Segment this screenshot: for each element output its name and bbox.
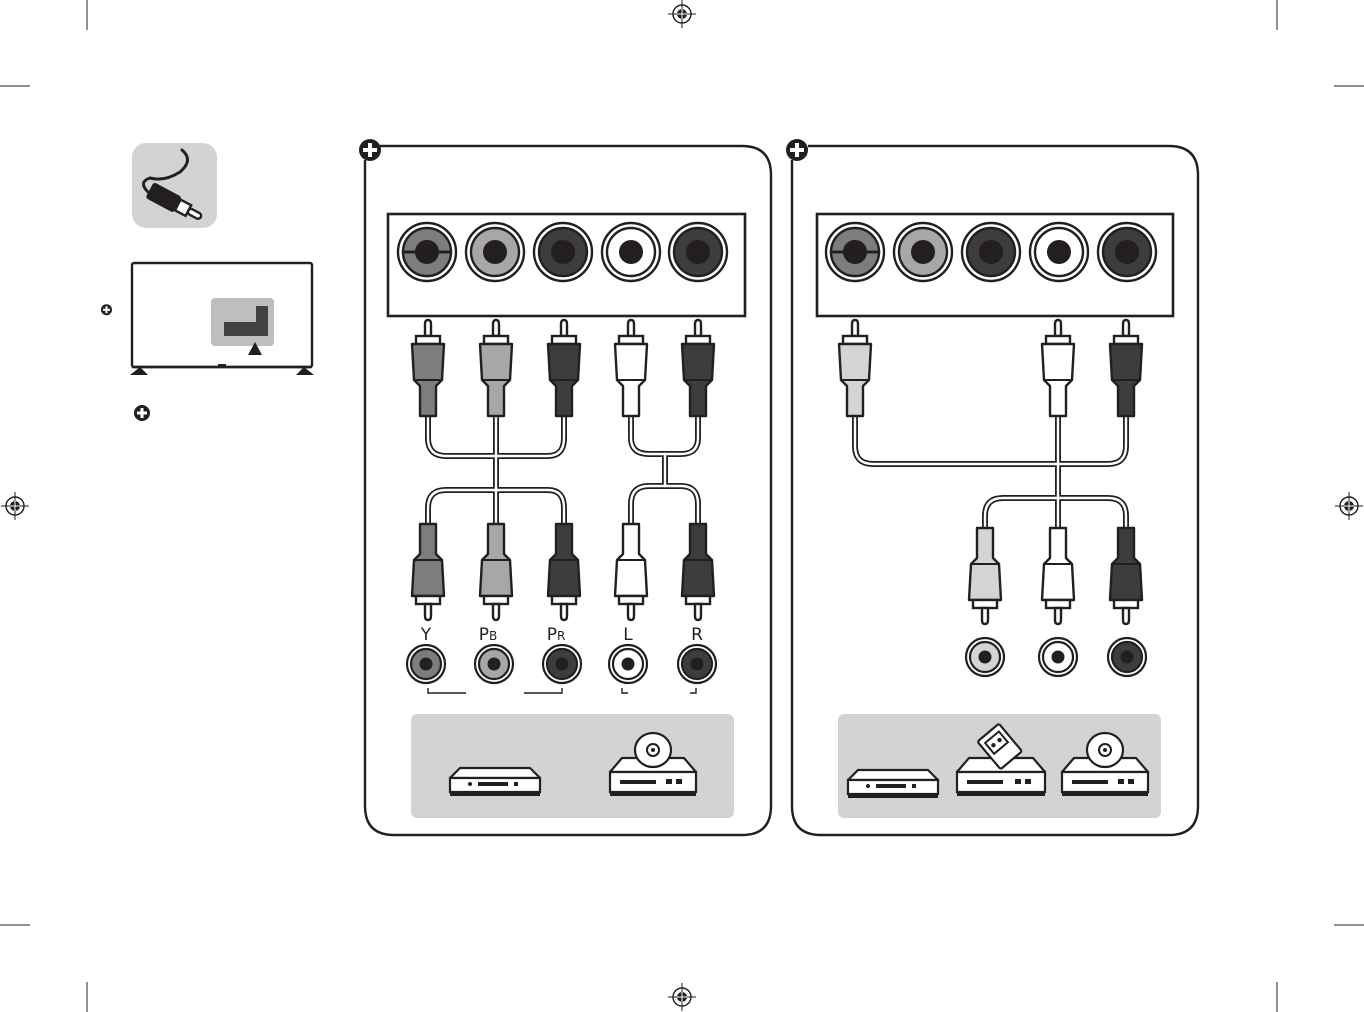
jack-y [398, 223, 456, 281]
plug-audio-l [1042, 320, 1074, 416]
jack-pr [962, 223, 1020, 281]
device-jacks [407, 645, 716, 683]
plug-pr [548, 320, 580, 416]
device-jack-pr [543, 645, 581, 683]
jack-y [826, 223, 884, 281]
jack-label: R [691, 625, 703, 645]
plug-audio-r [1110, 320, 1142, 416]
plug-audio-l [615, 320, 647, 416]
jack-label: L [623, 625, 633, 645]
registration-mark-icon [1, 492, 29, 520]
jack-pb [894, 223, 952, 281]
plug-pr [548, 524, 580, 620]
plug-pb [480, 320, 512, 416]
dvd-player-icon [450, 768, 540, 796]
plug-audio-l [615, 524, 647, 620]
jack-audio-l [1030, 223, 1088, 281]
device-jacks [966, 638, 1146, 676]
tv-jacks [398, 223, 727, 281]
jack-pb [466, 223, 524, 281]
plug-y [412, 524, 444, 620]
plug-video [969, 528, 1001, 624]
plug-audio-l [1042, 528, 1074, 624]
cable-plug-icon [132, 143, 217, 228]
dvd-player-icon [848, 770, 938, 798]
jack-audio-l [602, 223, 660, 281]
plug-pb [480, 524, 512, 620]
jack-audio-r [669, 223, 727, 281]
note-plus-icon [134, 405, 150, 421]
jack-label: Y [420, 625, 432, 645]
registration-mark-icon [668, 0, 696, 28]
plug-audio-r [1110, 528, 1142, 624]
jack-pr [534, 223, 592, 281]
jack-label: PR [547, 625, 566, 645]
note-plus-icon [101, 304, 112, 315]
device-jack-y [407, 645, 445, 683]
jack-labels: Y PB PR L R [420, 625, 703, 645]
device-jack-pb [475, 645, 513, 683]
plug-y [412, 320, 444, 416]
plug-video [839, 320, 871, 416]
device-jack-audio-l [1039, 638, 1077, 676]
device-jack-video [966, 638, 1004, 676]
device-jack-audio-r [678, 645, 716, 683]
jack-label: PB [479, 625, 498, 645]
plug-audio-r [682, 524, 714, 620]
device-jack-audio-r [1108, 638, 1146, 676]
tv-jacks [826, 223, 1156, 281]
cable-plugs [839, 320, 1142, 624]
registration-mark-icon [1335, 492, 1363, 520]
cable-plugs [412, 320, 714, 620]
note-plus-icon [786, 139, 808, 161]
tv-back-icon [130, 263, 314, 375]
device-jack-audio-l [609, 645, 647, 683]
registration-mark-icon [668, 983, 696, 1011]
jack-audio-r [1098, 223, 1156, 281]
component-connection-panel: Y PB PR L R [359, 139, 771, 835]
composite-connection-panel [786, 139, 1198, 835]
plug-audio-r [682, 320, 714, 416]
note-plus-icon [359, 139, 381, 161]
